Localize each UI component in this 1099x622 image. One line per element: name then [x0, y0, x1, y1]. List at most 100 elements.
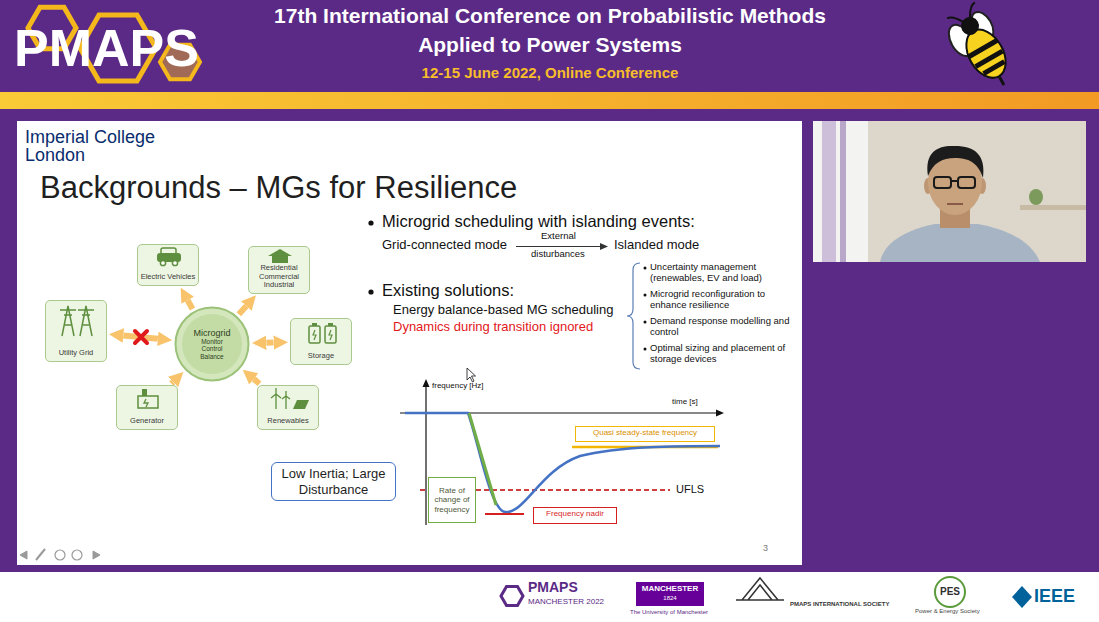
- device-icon: [258, 386, 318, 410]
- toolbar-icon: [72, 550, 82, 560]
- toolbar-icon: [36, 549, 45, 560]
- node-text: Electric Vehicles: [140, 273, 196, 282]
- transition-arrow: [516, 246, 601, 247]
- icon-part: [312, 323, 317, 326]
- bullet-text: Existing solutions:: [382, 281, 514, 300]
- disconnection-cross: [135, 331, 147, 343]
- axis-arrow: [423, 379, 430, 387]
- slide-toolbar: [20, 549, 100, 560]
- microgrid-circle: MicrogridMonitor Control Balance: [174, 306, 250, 382]
- page-number: 3: [763, 543, 768, 553]
- load-box: Residential Commercial Industrial: [248, 246, 310, 294]
- power-flow-arrow: [266, 340, 273, 346]
- annotation-box: Rate of change of frequency: [428, 477, 476, 523]
- curtain: [822, 121, 836, 262]
- icon-part: [142, 389, 147, 396]
- renewables-box: Renewables: [257, 385, 319, 430]
- header-stripe: [0, 92, 1099, 109]
- node-text: Monitor Control Balance: [190, 338, 234, 360]
- node-text: Renewables: [260, 417, 316, 426]
- icon-part: [313, 330, 332, 340]
- webcam-feed: [813, 121, 1086, 262]
- bullet-dot: [644, 267, 647, 270]
- glasses: [958, 177, 975, 188]
- hair: [927, 146, 983, 178]
- footer-band: [0, 572, 1099, 622]
- power-flow-arrow: [254, 379, 260, 384]
- window: [813, 121, 868, 262]
- slide-panel: [17, 121, 802, 565]
- icon-part: [272, 256, 288, 263]
- bullet-item: Optimal sizing and placement of storage …: [650, 342, 798, 365]
- node-text: Microgrid: [193, 328, 230, 338]
- pes-logo-text: PES: [930, 586, 970, 598]
- axis-label: frequency [Hz]: [432, 381, 484, 390]
- institution-name: Imperial College London: [25, 128, 165, 164]
- generator-box: Generator: [116, 385, 178, 430]
- node-text: Rate of change of frequency: [431, 486, 473, 514]
- y-axis: [425, 383, 426, 525]
- mode-label: Grid-connected mode: [382, 238, 507, 253]
- icon-part: [271, 388, 290, 409]
- bracket: [627, 263, 640, 369]
- bee-stinger: [999, 76, 1004, 85]
- bullet-dot: [644, 294, 647, 297]
- bee-antennae: [947, 2, 980, 28]
- mouse-cursor: [467, 368, 476, 382]
- bullet-item: Demand response modelling and control: [650, 315, 798, 338]
- society-logo: [736, 578, 784, 600]
- nadir-marker: [485, 513, 524, 515]
- footer-hexagon: [501, 587, 523, 606]
- grid-box: Utility Grid: [45, 300, 107, 362]
- conference-title: Applied to Power Systems: [190, 33, 910, 57]
- axis-label: time [s]: [672, 397, 698, 406]
- icon-part: [160, 260, 165, 265]
- gap-note: Dynamics during transition ignored: [393, 320, 593, 335]
- icon-part: [161, 248, 176, 255]
- device-icon: [249, 247, 309, 263]
- logo-text: PMAPS: [14, 19, 199, 79]
- ieee-logo: [1012, 586, 1032, 608]
- node-text: Quasi steady-state frequency: [579, 428, 711, 437]
- arrow-label: External: [541, 231, 576, 242]
- university-name: The University of Manchester: [630, 609, 708, 616]
- power-flow-arrow: [171, 382, 173, 384]
- arrow-head: [600, 243, 608, 250]
- shelf: [1020, 205, 1086, 210]
- device-icon: [46, 301, 106, 337]
- university-year: 1824: [640, 595, 700, 602]
- conference-title: 17th International Conference on Probabi…: [190, 4, 910, 28]
- circle-ring: [176, 308, 249, 381]
- toolbar-icon: [20, 551, 27, 559]
- power-flow-arrow: [239, 306, 247, 314]
- toolbar-icon: [55, 550, 65, 560]
- node-text: Storage: [293, 352, 349, 361]
- footer-logo-text: MANCHESTER 2022: [528, 597, 604, 606]
- bullet-text: Microgrid scheduling with islanding even…: [382, 212, 695, 231]
- curtain: [840, 121, 846, 262]
- bullet-item: Uncertainty management (renewables, EV a…: [650, 261, 798, 284]
- device-icon: [291, 319, 351, 345]
- note-box: Low Inertia; Large Disturbance: [271, 462, 396, 501]
- circle-core: [182, 314, 242, 374]
- arrow-label: disturbances: [531, 249, 585, 260]
- conference-date: 12-15 June 2022, Online Conference: [190, 64, 910, 81]
- icon-part: [138, 396, 158, 408]
- node-text: Generator: [119, 417, 175, 426]
- threshold-label: UFLS: [676, 483, 704, 496]
- mode-label: Islanded mode: [614, 238, 699, 253]
- icon-part: [268, 249, 292, 256]
- device-icon: [138, 245, 198, 267]
- pes-name: Power & Energy Society: [915, 608, 980, 615]
- glasses: [934, 177, 951, 188]
- bee-stripes: [969, 40, 1009, 76]
- university-name: MANCHESTER: [640, 584, 700, 593]
- device-icon: [117, 386, 177, 410]
- icon-part: [172, 260, 177, 265]
- annotation-box: Frequency nadir: [533, 507, 617, 524]
- shirt: [880, 224, 1040, 262]
- toolbar-icon: [93, 551, 100, 559]
